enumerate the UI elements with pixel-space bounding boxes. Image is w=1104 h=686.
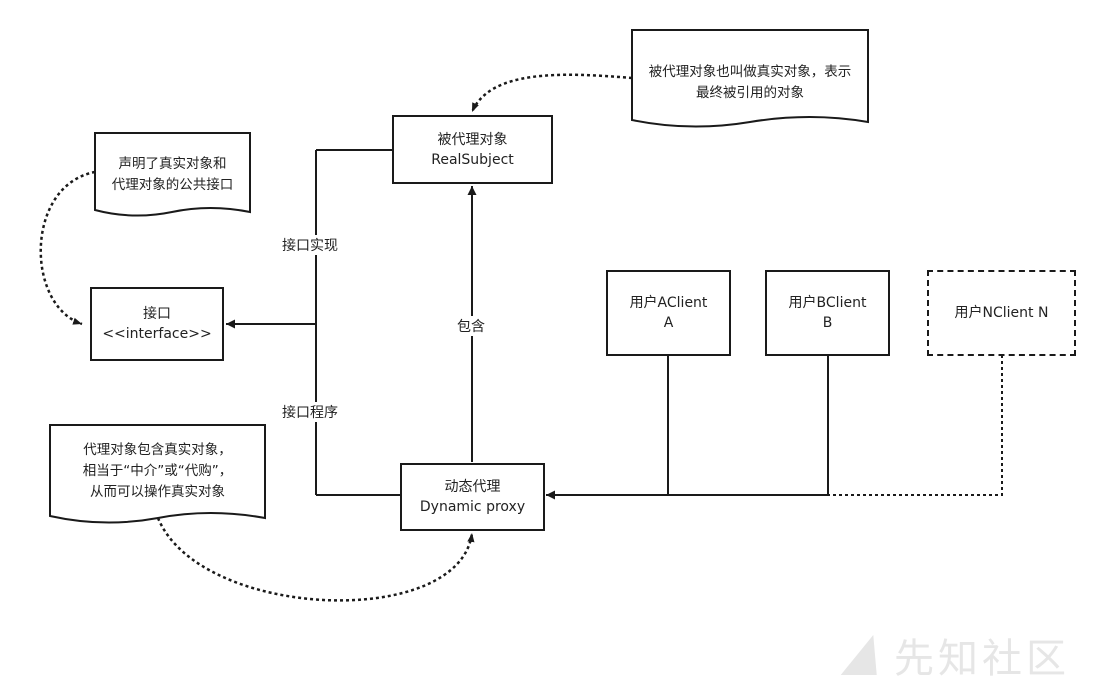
box-real-subject[interactable]: 被代理对象 RealSubject bbox=[392, 115, 553, 184]
connector-client-n bbox=[828, 355, 1003, 496]
box-title: 用户BClient bbox=[788, 295, 867, 311]
box-title: 接口 bbox=[143, 306, 171, 322]
box-title: 动态代理 bbox=[444, 479, 501, 495]
note-line: 声明了真实对象和 bbox=[118, 156, 227, 172]
note-real-subject: 被代理对象也叫做真实对象，表示 最终被引用的对象 bbox=[632, 62, 868, 104]
note-line: 代理对象包含真实对象， bbox=[83, 442, 232, 458]
note-line: 最终被引用的对象 bbox=[696, 85, 804, 101]
edge-label-contains: 包含 bbox=[455, 316, 487, 336]
edge-label-implements: 接口实现 bbox=[280, 235, 340, 255]
note-shape-interface bbox=[94, 132, 251, 217]
box-title: 用户AClient bbox=[629, 295, 708, 311]
edge-label-program: 接口程序 bbox=[280, 402, 340, 422]
box-subtitle: RealSubject bbox=[431, 151, 514, 168]
box-client-n[interactable]: 用户NClient N bbox=[927, 270, 1076, 356]
note-line: 从而可以操作真实对象 bbox=[90, 484, 225, 500]
curve-note-interface bbox=[39, 170, 96, 326]
note-interface: 声明了真实对象和 代理对象的公共接口 bbox=[95, 154, 250, 196]
box-dynamic-proxy[interactable]: 动态代理 Dynamic proxy bbox=[400, 463, 545, 531]
note-line: 代理对象的公共接口 bbox=[111, 177, 234, 193]
note-line: 被代理对象也叫做真实对象，表示 bbox=[648, 64, 852, 80]
note-shape-real-subject bbox=[631, 29, 869, 128]
box-interface[interactable]: 接口 <<interface>> bbox=[90, 287, 224, 361]
curve-note-real-subject bbox=[470, 73, 633, 113]
box-client-a[interactable]: 用户AClient A bbox=[606, 270, 731, 356]
box-subtitle: Dynamic proxy bbox=[419, 499, 526, 515]
curve-note-proxy bbox=[156, 517, 475, 602]
watermark-text: 先知社区 bbox=[894, 636, 1070, 682]
box-subtitle: A bbox=[663, 315, 674, 331]
box-title: 被代理对象 bbox=[437, 131, 508, 148]
box-title: 用户NClient N bbox=[954, 305, 1049, 321]
watermark-logo-icon bbox=[840, 635, 892, 675]
watermark: 先知社区 bbox=[840, 626, 1070, 684]
note-line: 相当于“中介”或“代购”， bbox=[82, 463, 233, 479]
box-subtitle: B bbox=[822, 315, 833, 331]
note-proxy: 代理对象包含真实对象， 相当于“中介”或“代购”， 从而可以操作真实对象 bbox=[50, 440, 265, 503]
box-subtitle: <<interface>> bbox=[102, 326, 212, 342]
box-client-b[interactable]: 用户BClient B bbox=[765, 270, 890, 356]
